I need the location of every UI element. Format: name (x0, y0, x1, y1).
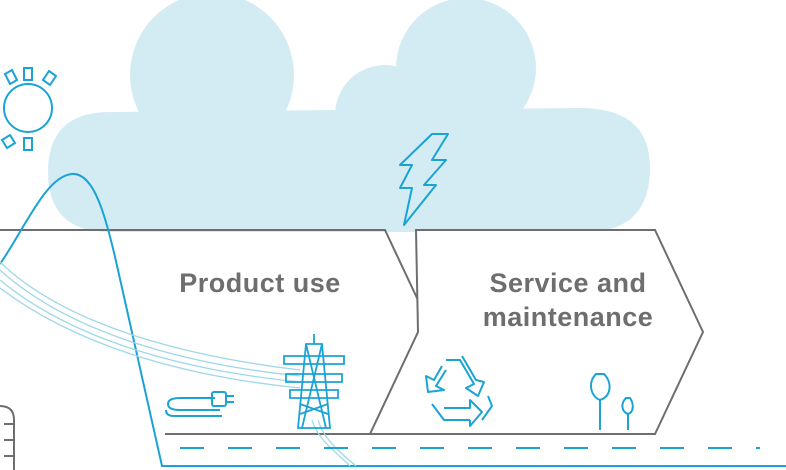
lightning-bolt-icon (399, 133, 449, 226)
hill-icon (0, 172, 786, 467)
stage-product-use-shape (0, 229, 435, 435)
power-pylon-icon (283, 334, 345, 429)
sun-icon (0, 67, 58, 151)
stage-label-line: maintenance (482, 302, 654, 332)
stage-label-line: Service and (489, 268, 647, 298)
stage-label-product-use: Product use (150, 266, 370, 300)
cable-plug-icon (165, 391, 234, 417)
silo-icon (0, 405, 15, 470)
stage-service-shape (368, 229, 705, 435)
stage-label-line: Product use (179, 268, 341, 298)
seedling-icon (590, 373, 634, 430)
recycle-icon (425, 355, 493, 427)
cloud (48, 0, 650, 232)
cable-lines (0, 261, 357, 467)
stage-label-service-maintenance: Service and maintenance (452, 266, 684, 334)
